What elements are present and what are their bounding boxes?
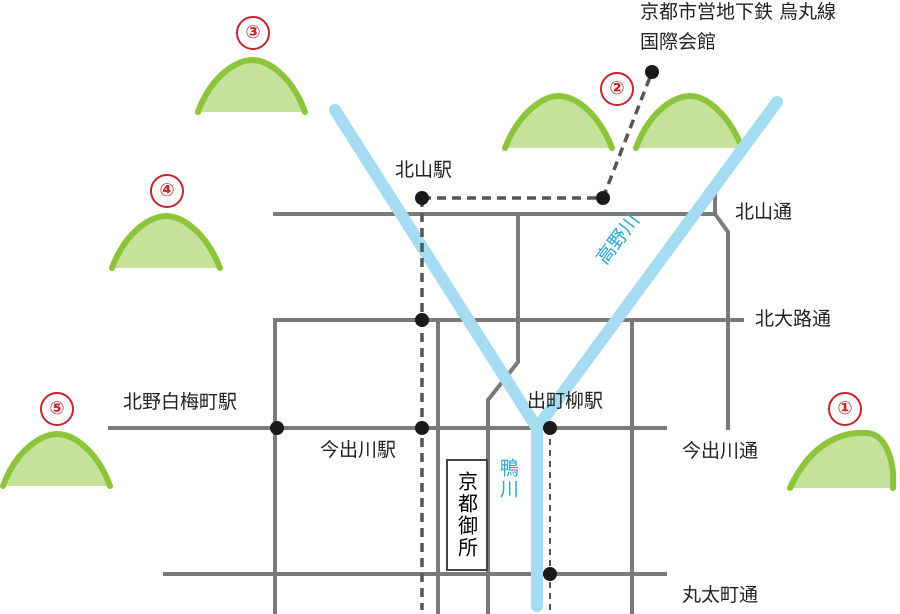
road-center-vertical xyxy=(486,212,520,614)
street-label-kitaoji-dori: 北大路通 xyxy=(755,308,832,330)
mountain-4 xyxy=(109,212,223,271)
river-takano xyxy=(531,96,783,434)
mountain-2b xyxy=(633,92,745,151)
station-dot-demachiyanagi xyxy=(543,421,557,435)
mountain-2a xyxy=(502,92,615,151)
station-label-imadegawa: 今出川駅 xyxy=(320,439,397,461)
landmark-kokusaikaikan-label: 国際会館 xyxy=(640,31,717,53)
mountain-badge-5: ⑤ xyxy=(40,392,74,426)
mountain-badge-3: ③ xyxy=(236,16,270,50)
street-label-marutamachi-dori: 丸太町通 xyxy=(682,584,759,606)
station-dot-imadegawa xyxy=(415,421,429,435)
station-label-kitayama: 北山駅 xyxy=(395,159,453,181)
station-dot-matsugasaki xyxy=(596,191,610,205)
station-dot-kitaoji xyxy=(415,313,429,327)
mountain-3 xyxy=(195,56,308,115)
street-label-imadegawa-dori: 今出川通 xyxy=(682,440,759,462)
mountain-badge-2: ② xyxy=(600,72,634,106)
station-dot-kitanohakubaicho xyxy=(270,421,284,435)
landmark-line-label: 京都市営地下鉄 烏丸線 xyxy=(640,1,837,23)
street-label-kitayama-dori: 北山通 xyxy=(735,201,793,223)
mountain-1 xyxy=(787,429,897,491)
mountain-badge-4: ④ xyxy=(150,174,184,208)
station-dot-marutamachi xyxy=(543,567,557,581)
subway-lines xyxy=(420,71,654,610)
river-kamo-upper xyxy=(329,104,543,434)
station-label-kitanohakubaicho: 北野白梅町駅 xyxy=(123,391,238,413)
station-dots xyxy=(270,65,659,581)
river-label-kamo: 鴨川 xyxy=(496,458,519,500)
mountain-5 xyxy=(0,430,113,489)
karasuma-line-diagonal xyxy=(601,71,654,199)
station-label-demachiyanagi: 出町柳駅 xyxy=(527,390,604,412)
rivers xyxy=(329,96,783,612)
station-dot-kokusaikaikan xyxy=(645,65,659,79)
road-kitayama-east-bend xyxy=(713,194,730,430)
gosho-box: 京都御所 xyxy=(446,459,488,571)
mountain-badge-1: ① xyxy=(828,392,862,426)
station-dot-kitayama xyxy=(415,191,429,205)
gosho-label: 京都御所 xyxy=(454,471,479,559)
